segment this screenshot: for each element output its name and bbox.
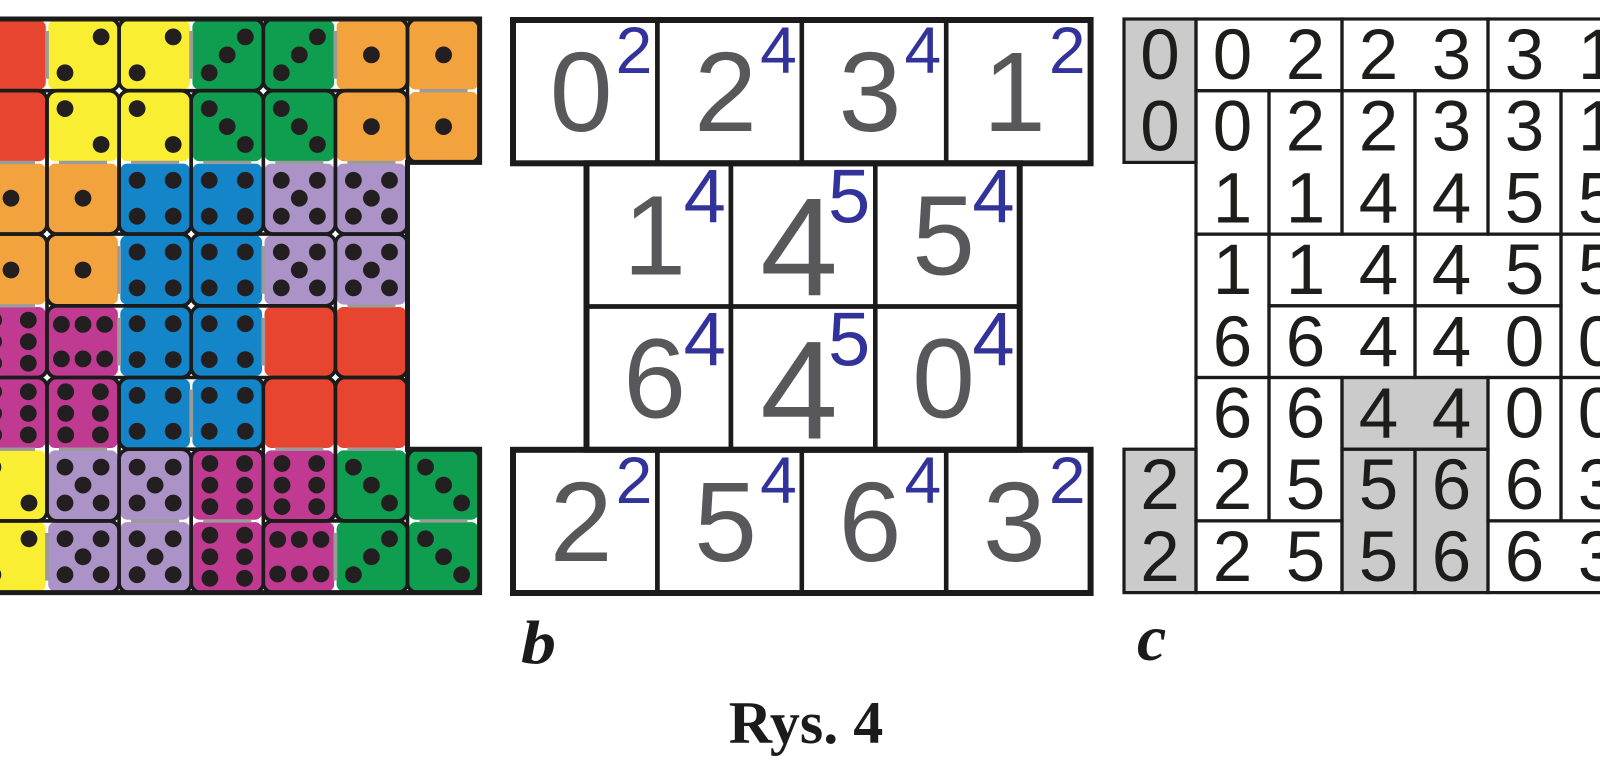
svg-text:4: 4 <box>1432 159 1472 238</box>
svg-text:4: 4 <box>972 154 1014 239</box>
svg-text:5: 5 <box>828 298 870 383</box>
svg-text:3: 3 <box>1578 518 1600 597</box>
svg-text:6: 6 <box>839 459 902 585</box>
svg-text:3: 3 <box>839 29 902 155</box>
svg-text:6: 6 <box>623 316 686 442</box>
svg-text:0: 0 <box>1140 16 1180 95</box>
svg-text:3: 3 <box>1505 88 1545 167</box>
svg-text:5: 5 <box>1578 231 1600 310</box>
svg-text:2: 2 <box>616 443 653 517</box>
svg-text:2: 2 <box>1140 446 1180 525</box>
svg-text:2: 2 <box>550 459 613 585</box>
svg-text:3: 3 <box>983 459 1046 585</box>
svg-text:0: 0 <box>1578 375 1600 454</box>
svg-text:6: 6 <box>1432 446 1472 525</box>
svg-text:4: 4 <box>760 443 797 517</box>
svg-text:5: 5 <box>1505 231 1545 310</box>
svg-text:5: 5 <box>912 172 975 298</box>
svg-text:0: 0 <box>912 316 975 442</box>
svg-text:4: 4 <box>1359 231 1399 310</box>
svg-text:5: 5 <box>1505 159 1545 238</box>
svg-text:5: 5 <box>1286 518 1326 597</box>
svg-text:4: 4 <box>1359 375 1399 454</box>
svg-text:1: 1 <box>1213 231 1253 310</box>
svg-text:0: 0 <box>1213 16 1253 95</box>
svg-text:2: 2 <box>1359 16 1399 95</box>
svg-text:6: 6 <box>1505 518 1545 597</box>
svg-text:0: 0 <box>1213 88 1253 167</box>
svg-text:1: 1 <box>1286 231 1326 310</box>
svg-text:1: 1 <box>1578 16 1600 95</box>
svg-text:1: 1 <box>1578 88 1600 167</box>
svg-text:0: 0 <box>550 29 613 155</box>
svg-text:3: 3 <box>1505 16 1545 95</box>
svg-text:6: 6 <box>1505 446 1545 525</box>
svg-text:4: 4 <box>760 312 838 469</box>
svg-text:4: 4 <box>904 13 941 87</box>
svg-text:3: 3 <box>1432 16 1472 95</box>
svg-text:4: 4 <box>1432 375 1472 454</box>
svg-text:2: 2 <box>1049 13 1086 87</box>
svg-text:4: 4 <box>684 298 726 383</box>
svg-text:4: 4 <box>1359 303 1399 382</box>
svg-text:Rys. 4: Rys. 4 <box>729 690 884 756</box>
svg-text:6: 6 <box>1286 375 1326 454</box>
svg-text:2: 2 <box>1213 518 1253 597</box>
svg-text:c: c <box>1137 602 1166 675</box>
svg-text:4: 4 <box>972 298 1014 383</box>
svg-text:6: 6 <box>1432 518 1472 597</box>
svg-text:2: 2 <box>1140 518 1180 597</box>
svg-text:5: 5 <box>1359 446 1399 525</box>
svg-text:2: 2 <box>694 29 757 155</box>
svg-text:4: 4 <box>760 13 797 87</box>
svg-text:0: 0 <box>1140 88 1180 167</box>
svg-text:6: 6 <box>1286 303 1326 382</box>
svg-text:2: 2 <box>1213 446 1253 525</box>
svg-text:1: 1 <box>623 172 686 298</box>
svg-text:1: 1 <box>1213 159 1253 238</box>
svg-text:2: 2 <box>1049 443 1086 517</box>
svg-text:4: 4 <box>684 154 726 239</box>
svg-text:5: 5 <box>1359 518 1399 597</box>
svg-text:4: 4 <box>1432 303 1472 382</box>
svg-text:6: 6 <box>1213 375 1253 454</box>
svg-text:1: 1 <box>1286 159 1326 238</box>
svg-text:0: 0 <box>1505 303 1545 382</box>
svg-text:4: 4 <box>760 168 838 325</box>
svg-text:4: 4 <box>904 443 941 517</box>
svg-text:5: 5 <box>1578 159 1600 238</box>
svg-text:1: 1 <box>983 29 1046 155</box>
svg-text:4: 4 <box>1359 159 1399 238</box>
svg-text:0: 0 <box>1505 375 1545 454</box>
svg-text:5: 5 <box>694 459 757 585</box>
svg-text:0: 0 <box>1578 303 1600 382</box>
svg-text:5: 5 <box>828 154 870 239</box>
svg-text:5: 5 <box>1286 446 1326 525</box>
svg-text:2: 2 <box>616 13 653 87</box>
svg-text:3: 3 <box>1432 88 1472 167</box>
svg-text:2: 2 <box>1286 88 1326 167</box>
svg-text:b: b <box>521 610 556 677</box>
svg-text:3: 3 <box>1578 446 1600 525</box>
svg-text:6: 6 <box>1213 303 1253 382</box>
svg-text:4: 4 <box>1432 231 1472 310</box>
svg-text:2: 2 <box>1286 16 1326 95</box>
svg-text:2: 2 <box>1359 88 1399 167</box>
